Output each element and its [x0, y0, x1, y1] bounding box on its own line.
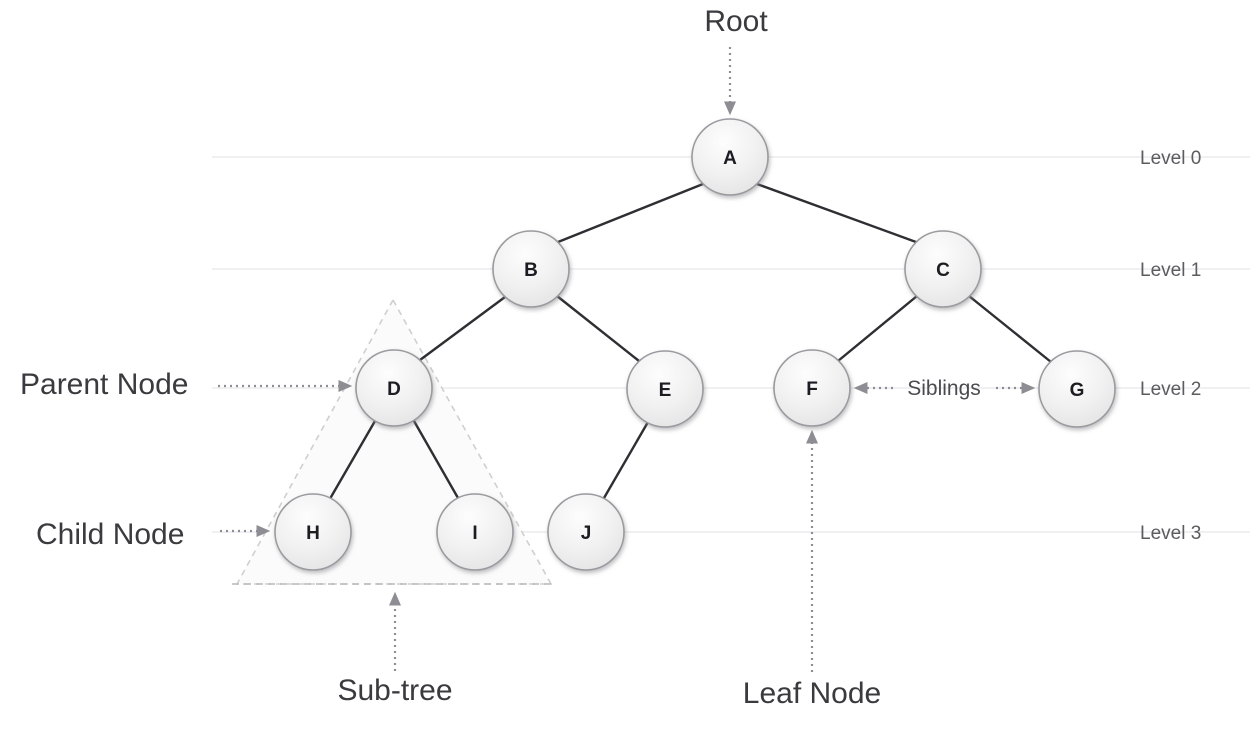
edge-c-g — [967, 294, 1053, 364]
tree-node-c[interactable]: C — [904, 230, 982, 308]
annotation-root: Root — [704, 5, 768, 38]
annotation-labels: Root Parent Node Child Node Siblings Sub… — [20, 5, 981, 710]
tree-nodes: A B C D E F G — [274, 118, 1116, 571]
node-label-c: C — [936, 260, 950, 281]
tree-node-d[interactable]: D — [355, 349, 433, 427]
edge-c-f — [836, 294, 919, 363]
node-circle-e[interactable] — [626, 350, 704, 428]
tree-node-i[interactable]: I — [436, 493, 514, 571]
tree-node-a[interactable]: A — [691, 118, 769, 196]
annotation-child-node: Child Node — [36, 518, 184, 551]
node-circle-h[interactable] — [274, 493, 352, 571]
annotation-parent-node: Parent Node — [20, 368, 188, 401]
node-label-d: D — [387, 379, 401, 400]
level-label-2: Level 2 — [1140, 379, 1201, 400]
node-label-e: E — [659, 380, 672, 401]
annotation-sub-tree: Sub-tree — [337, 674, 452, 707]
edge-d-h — [329, 419, 377, 499]
node-label-h: H — [306, 523, 320, 544]
node-label-g: G — [1070, 380, 1085, 401]
annotation-siblings: Siblings — [907, 377, 981, 400]
node-label-f: F — [806, 379, 818, 400]
node-circle-j[interactable] — [547, 493, 625, 571]
level-label-3: Level 3 — [1140, 523, 1201, 544]
node-circle-d[interactable] — [355, 349, 433, 427]
tree-node-e[interactable]: E — [626, 350, 704, 428]
edge-b-d — [418, 295, 507, 362]
node-label-j: J — [581, 523, 592, 544]
level-label-1: Level 1 — [1140, 260, 1201, 281]
annotation-leaf-node: Leaf Node — [743, 677, 881, 710]
node-label-i: I — [472, 523, 477, 544]
annotation-connectors — [218, 47, 1036, 672]
tree-node-h[interactable]: H — [274, 493, 352, 571]
tree-edges — [329, 182, 1053, 500]
node-circle-f[interactable] — [773, 349, 851, 427]
edge-a-b — [556, 182, 705, 244]
edge-b-e — [555, 294, 641, 363]
node-label-a: A — [723, 148, 737, 169]
node-circle-a[interactable] — [691, 118, 769, 196]
tree-node-b[interactable]: B — [492, 230, 570, 308]
level-labels: Level 0 Level 1 Level 2 Level 3 — [1140, 148, 1201, 544]
tree-node-j[interactable]: J — [547, 493, 625, 571]
tree-node-g[interactable]: G — [1038, 350, 1116, 428]
node-circle-c[interactable] — [904, 230, 982, 308]
node-circle-g[interactable] — [1038, 350, 1116, 428]
edge-a-c — [755, 182, 918, 244]
node-label-b: B — [524, 260, 538, 281]
edge-e-j — [602, 420, 650, 500]
tree-node-f[interactable]: F — [773, 349, 851, 427]
node-circle-b[interactable] — [492, 230, 570, 308]
edge-d-i — [412, 419, 460, 500]
level-label-0: Level 0 — [1140, 148, 1201, 169]
node-circle-i[interactable] — [436, 493, 514, 571]
